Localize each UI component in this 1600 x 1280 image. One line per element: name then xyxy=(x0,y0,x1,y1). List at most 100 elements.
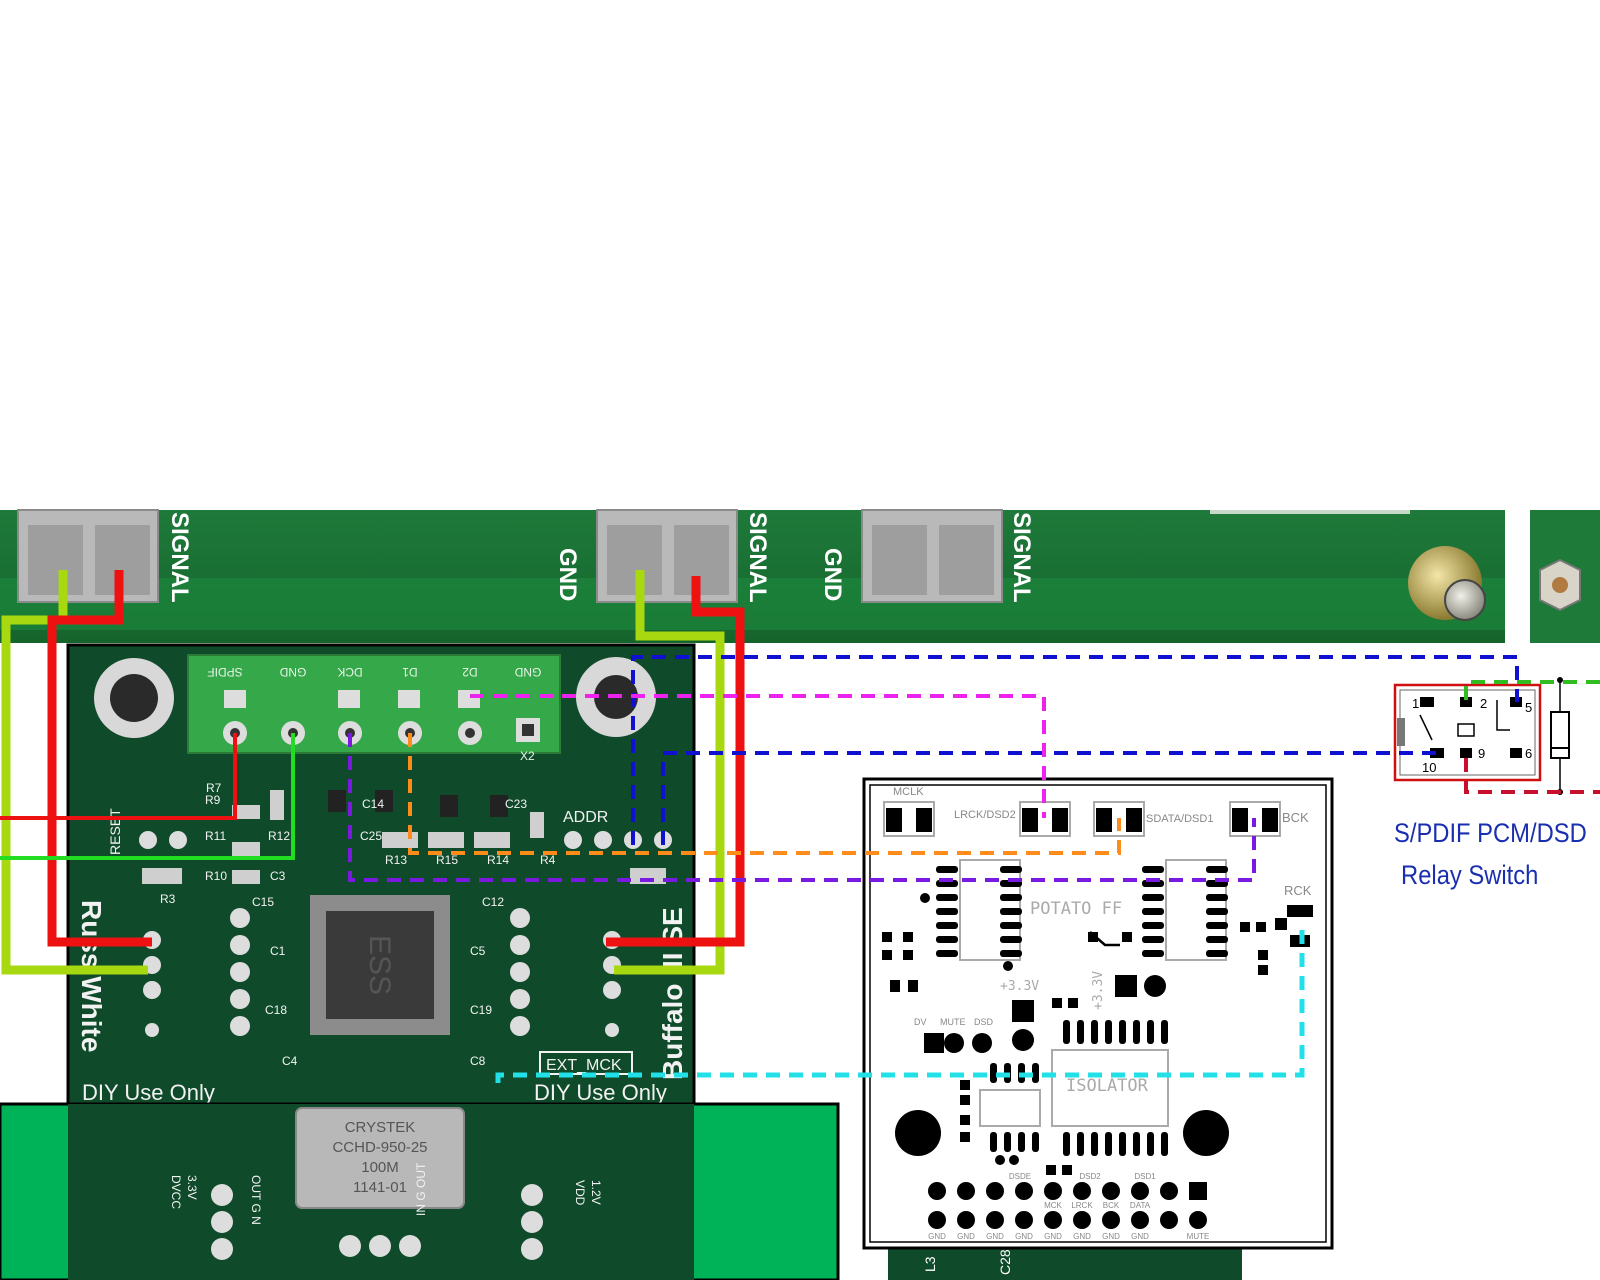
ref-r13: R13 xyxy=(385,853,407,867)
wire-lime-right xyxy=(614,570,725,975)
transistors-icon xyxy=(328,790,508,817)
ref-c19: C19 xyxy=(470,1003,492,1017)
potato-header-icon xyxy=(928,1182,1207,1229)
terminal-block-1 xyxy=(17,509,159,603)
pin-row-left-icon xyxy=(230,908,250,1036)
header-label-d2: D2 xyxy=(462,665,478,679)
ref-c12: C12 xyxy=(482,895,504,909)
hdr-mute: MUTE xyxy=(1187,1232,1210,1241)
potato-pads-icon xyxy=(882,893,1313,1175)
ref-r7: R7 xyxy=(206,781,222,795)
smd-parts-icon xyxy=(142,790,666,884)
isolator-label: ISOLATOR xyxy=(1066,1076,1149,1096)
potato-hole-left-icon xyxy=(895,1110,941,1156)
wire-purple xyxy=(348,733,1256,882)
lower-label-33v: 3.3V xyxy=(185,1175,199,1200)
wires xyxy=(0,570,1600,1090)
board-name-left: Russ White xyxy=(76,900,107,1052)
osc-line-2: CCHD-950-25 xyxy=(332,1139,427,1156)
hdr-gnd-5: GND xyxy=(1044,1232,1062,1241)
hdr-gnd-6: GND xyxy=(1073,1232,1091,1241)
header-label-d1: D1 xyxy=(402,665,418,679)
ref-r12: R12 xyxy=(268,829,290,843)
lower-board: CRYSTEK CCHD-950-25 100M 1141-01 DVCC 3.… xyxy=(0,1102,840,1280)
reset-label: RESET xyxy=(107,808,123,855)
terminal-3-gnd-label: GND xyxy=(819,548,846,601)
ref-c5: C5 xyxy=(470,944,486,958)
header-label-gnd: GND xyxy=(279,665,306,679)
terminal-block-3 xyxy=(861,509,1003,603)
ref-c3: C3 xyxy=(270,869,286,883)
osc-line-3: 100M xyxy=(361,1159,399,1176)
terminal-3-signal-label: SIGNAL xyxy=(1008,512,1035,603)
lower-label-12v: 1.2V xyxy=(589,1180,603,1205)
ref-c4: C4 xyxy=(282,1054,298,1068)
hdr-mid-data: DATA xyxy=(1130,1201,1151,1210)
ref-r11: R11 xyxy=(205,829,226,843)
terminal-block-2 xyxy=(596,509,738,603)
wire-red-right xyxy=(606,576,745,947)
isolator-icon xyxy=(979,1020,1169,1156)
relay-caption-line1: S/PDIF PCM/DSD xyxy=(1394,818,1587,848)
pin-label-sdata: SDATA/DSD1 xyxy=(1146,813,1213,825)
relay-pin-1: 1 xyxy=(1412,696,1419,711)
hdr-gnd-8: GND xyxy=(1131,1232,1149,1241)
hdr-gnd-1: GND xyxy=(928,1232,946,1241)
potato-33v-label: +3.3V xyxy=(1000,979,1039,994)
ref-r9: R9 xyxy=(205,793,221,807)
relay-pin-9: 9 xyxy=(1478,746,1485,761)
header-pin-gnd2-icon xyxy=(516,718,540,742)
lower-label-outgn: OUT G N xyxy=(249,1175,263,1225)
wire-green-gnd xyxy=(0,733,295,860)
hdr-gnd-3: GND xyxy=(986,1232,1004,1241)
hdr-mid-lrck: LRCK xyxy=(1071,1201,1093,1210)
board-footer-left: DIY Use Only xyxy=(82,1080,215,1105)
ext-mck-label: EXT_MCK xyxy=(546,1057,622,1074)
ref-r4: R4 xyxy=(540,853,556,867)
relay-pin-5: 5 xyxy=(1525,700,1532,715)
relay-pin-6: 6 xyxy=(1525,746,1532,761)
pin-label-lrck: LRCK/DSD2 xyxy=(954,809,1016,821)
relay-pin-2: 2 xyxy=(1480,696,1487,711)
potato-33v-label-vertical: +3.3V xyxy=(1091,971,1106,1010)
ref-r3: R3 xyxy=(160,892,176,906)
potato-board: L3 C28 MCLK LRCK/DSD2 SDATA/DSD1 BCK RCK xyxy=(862,777,1334,1280)
addr-label: ADDR xyxy=(563,809,608,826)
ref-r15: R15 xyxy=(436,853,458,867)
potato-label-dv: DV xyxy=(914,1017,927,1027)
wire-blue-2 xyxy=(661,751,1444,845)
wire-dashed-green xyxy=(1464,680,1600,700)
component-labels: R9 R11 R10 R12 R3 R13 R14 R15 R4 C1 C15 … xyxy=(160,781,556,1068)
relay-caption-line2: Relay Switch xyxy=(1401,860,1539,890)
pin-label-rck: RCK xyxy=(1284,883,1312,898)
hdr-mid-bck: BCK xyxy=(1103,1201,1120,1210)
svg-text:ESS: ESS xyxy=(363,935,396,995)
lower-label-ingout: IN G OUT xyxy=(414,1162,428,1216)
relay-caption: S/PDIF PCM/DSD Relay Switch xyxy=(1394,812,1587,896)
potato-ref-l3: L3 xyxy=(922,1256,938,1272)
ref-c8: C8 xyxy=(470,1054,486,1068)
header-label-dck: DCK xyxy=(337,665,362,679)
pin-label-bck: BCK xyxy=(1282,810,1309,825)
lower-label-dvcc: DVCC xyxy=(169,1175,183,1209)
hdr-gnd-4: GND xyxy=(1015,1232,1033,1241)
wire-dashed-darkred xyxy=(1464,758,1600,794)
crystal-oscillator-icon: CRYSTEK CCHD-950-25 100M 1141-01 xyxy=(295,1107,465,1209)
wire-red-spdif xyxy=(0,733,237,820)
header-label-gnd2: GND xyxy=(514,665,541,679)
wire-red-left xyxy=(47,570,152,947)
header-ref-x2: X2 xyxy=(520,749,535,763)
ref-r10: R10 xyxy=(205,869,227,883)
header-label-spdif: SPDIF xyxy=(207,665,242,679)
wire-blue-1 xyxy=(631,655,1519,845)
pin-row-right-icon xyxy=(510,908,530,1036)
potato-hole-right-icon xyxy=(1183,1110,1229,1156)
ref-c15: C15 xyxy=(252,895,274,909)
wire-cyan xyxy=(495,930,1305,1090)
ref-c18: C18 xyxy=(265,1003,287,1017)
lower-label-vdd: VDD xyxy=(573,1180,587,1206)
potato-ref-c28: C28 xyxy=(997,1249,1013,1275)
ref-c23: C23 xyxy=(505,797,527,811)
mount-hole-left-icon xyxy=(94,658,174,738)
